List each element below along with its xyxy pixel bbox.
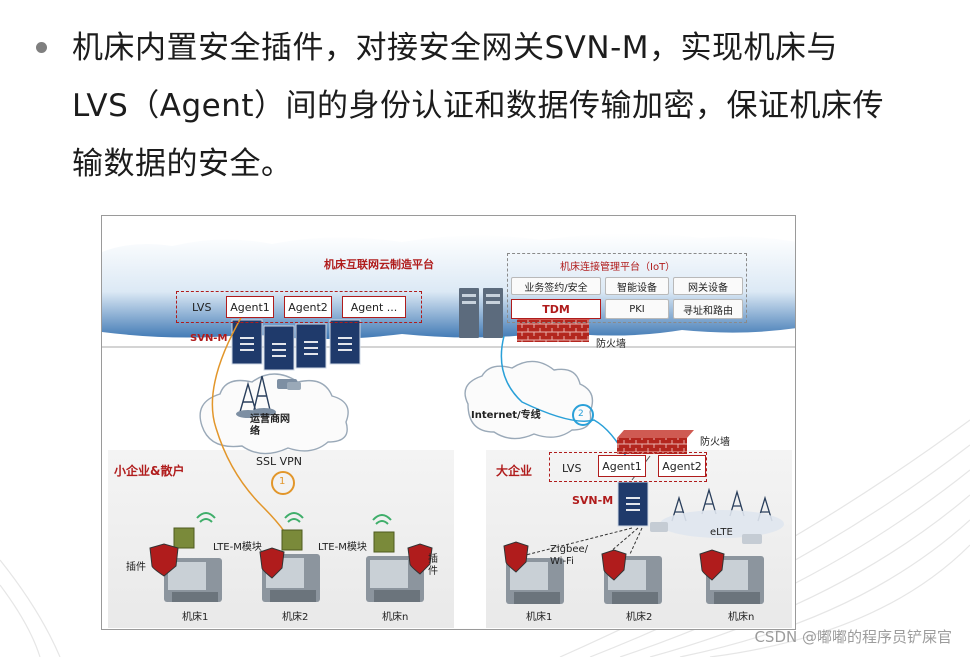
zigbee-wifi-label: Zigbee/ Wi-Fi — [550, 544, 588, 567]
large-firewall-icon — [617, 438, 687, 454]
lte-module-label-2: LTE-M模块 — [318, 542, 367, 553]
iot-cell-smart-device: 智能设备 — [605, 277, 669, 295]
iot-platform-title: 机床连接管理平台（IoT） — [560, 262, 676, 273]
iot-platform-border — [507, 253, 747, 323]
lte-chip-icons — [173, 527, 395, 553]
elte-towers — [671, 487, 773, 522]
plugin-label: 插件 — [126, 562, 146, 573]
route-2-number: 2 — [578, 409, 584, 419]
csdn-watermark: CSDN @嘟嘟的程序员铲屎官 — [754, 628, 952, 646]
internet-cloud-icon — [464, 360, 594, 440]
iot-cell-routing: 寻址和路由 — [673, 299, 743, 319]
iot-cell-tdm: TDM — [511, 299, 601, 319]
small-machine-1-label: 机床1 — [182, 612, 209, 623]
small-machine-2-label: 机床2 — [282, 612, 309, 623]
small-enterprise-title: 小企业&散户 — [114, 464, 185, 478]
cloud-platform-title: 机床互联网云制造平台 — [324, 258, 434, 271]
route-1-circle-shape — [271, 471, 295, 495]
top-lvs-label: LVS — [192, 301, 212, 314]
large-machine-2-label: 机床2 — [626, 612, 653, 623]
large-agent-2: Agent2 — [658, 455, 706, 477]
top-firewall-label: 防火墙 — [596, 339, 626, 350]
server-icons — [459, 288, 503, 338]
small-machine-n-label: 机床n — [382, 612, 409, 623]
bullet-text-line-3: 输数据的安全。 — [72, 146, 293, 182]
large-svn-m-label: SVN-M — [572, 494, 614, 507]
architecture-diagram: 机床互联网云制造平台 LVS Agent1 Agent2 Agent ... S… — [101, 215, 796, 630]
lte-module-label-1: LTE-M模块 — [213, 542, 262, 553]
top-svn-m-devices — [231, 319, 361, 371]
bullet-point — [36, 42, 47, 53]
large-agent-group-border — [549, 452, 707, 482]
large-lvs-label: LVS — [562, 462, 582, 475]
bullet-text-line-2: LVS（Agent）间的身份认证和数据传输加密，保证机床传 — [72, 88, 885, 124]
small-machine-tools — [164, 554, 424, 602]
internet-link — [500, 335, 629, 461]
iot-cell-pki: PKI — [605, 299, 669, 319]
top-agent-2: Agent2 — [284, 296, 332, 318]
bullet-text-line-1: 机床内置安全插件，对接安全网关SVN-M，实现机床与 — [72, 30, 839, 66]
top-agent-group-border — [176, 291, 422, 323]
top-agent-1: Agent1 — [226, 296, 274, 318]
security-shield-icons — [149, 543, 433, 579]
top-agent-more: Agent ... — [342, 296, 406, 318]
top-svn-m-label: SVN-M — [190, 333, 228, 344]
carrier-network-label: 运营商网 络 — [250, 414, 290, 437]
iot-cell-business-security: 业务签约/安全 — [511, 277, 601, 295]
large-enterprise-title: 大企业 — [496, 464, 533, 478]
internet-label: Internet/专线 — [471, 410, 541, 421]
diagram-graphics — [102, 233, 795, 628]
large-machine-tools — [503, 541, 764, 604]
elte-label: eLTE — [710, 527, 733, 538]
route-1-number: 1 — [279, 476, 286, 487]
large-firewall-label: 防火墙 — [700, 437, 730, 448]
large-machine-1-label: 机床1 — [526, 612, 553, 623]
plugin-label-2: 插 件 — [428, 554, 438, 577]
iot-cell-gateway-device: 网关设备 — [673, 277, 743, 295]
ssl-vpn-label: SSL VPN — [256, 455, 302, 468]
route-2-circle-shape — [572, 404, 594, 426]
ssl-vpn-link — [211, 315, 295, 551]
large-machine-n-label: 机床n — [728, 612, 755, 623]
top-firewall-icon — [517, 320, 589, 342]
large-agent-1: Agent1 — [598, 455, 646, 477]
